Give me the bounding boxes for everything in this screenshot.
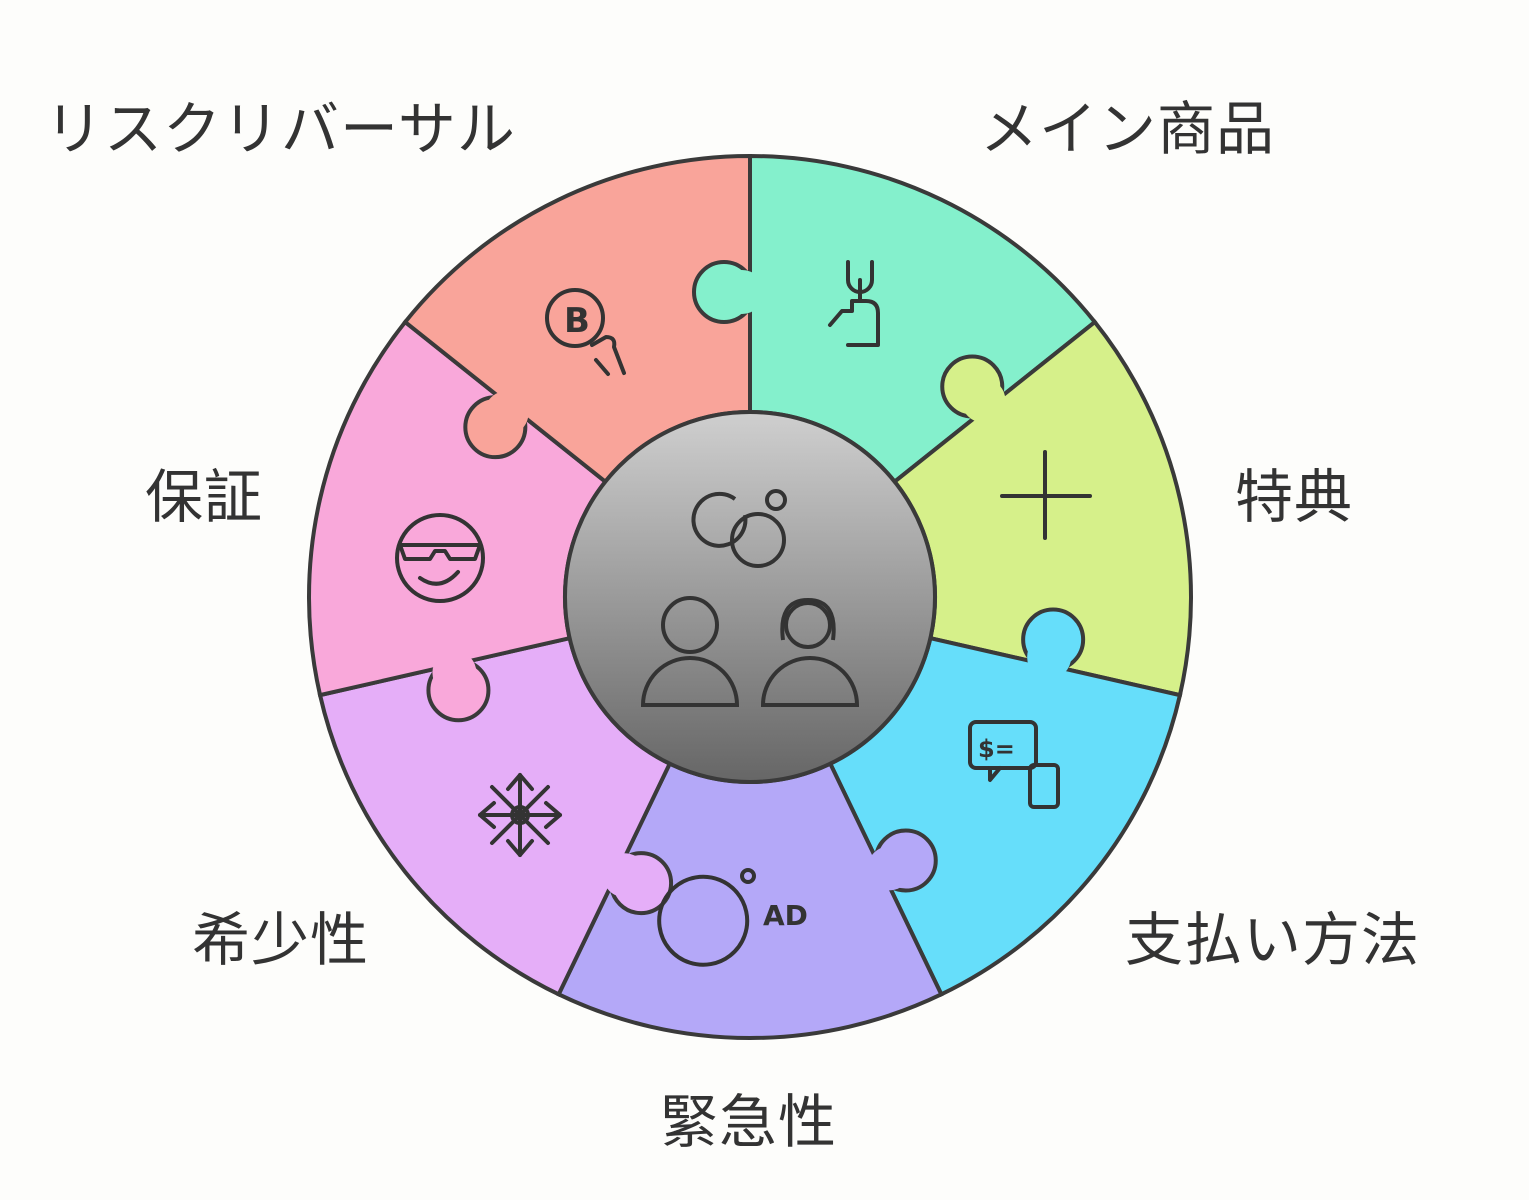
label-urgency: 緊急性	[660, 1088, 838, 1156]
svg-text:AD: AD	[763, 899, 808, 932]
people-with-rings-icon	[640, 489, 860, 707]
puzzle-knob-neck	[867, 846, 912, 891]
label-risk-reversal: リスクリバーサル	[45, 95, 516, 163]
puzzle-knob-neck	[602, 853, 647, 898]
label-payment-method: 支払い方法	[1125, 906, 1421, 974]
wrench-thumbs-up-icon	[828, 260, 880, 347]
label-main-product: メイン商品	[980, 95, 1276, 163]
ad-timer-icon: AD	[657, 868, 808, 967]
bitcoin-hand-icon: B	[545, 288, 626, 376]
label-scarcity: 希少性	[192, 906, 370, 974]
puzzle-knob-neck	[720, 270, 764, 314]
puzzle-knob-neck	[432, 650, 477, 695]
label-bonus: 特典	[1235, 463, 1354, 531]
svg-text:$=: $=	[978, 735, 1015, 763]
puzzle-knob-neck	[961, 378, 1006, 423]
payment-chat-phone-icon: $=	[968, 720, 1060, 809]
center-circle	[563, 410, 937, 784]
puzzle-knob-neck	[1027, 635, 1072, 680]
label-guarantee: 保証	[145, 463, 264, 531]
puzzle-knob-neck	[484, 391, 529, 436]
snowflake-icon	[478, 773, 562, 857]
plus-icon	[1000, 450, 1092, 540]
svg-text:B: B	[564, 301, 590, 341]
sunglasses-face-icon	[395, 513, 485, 603]
